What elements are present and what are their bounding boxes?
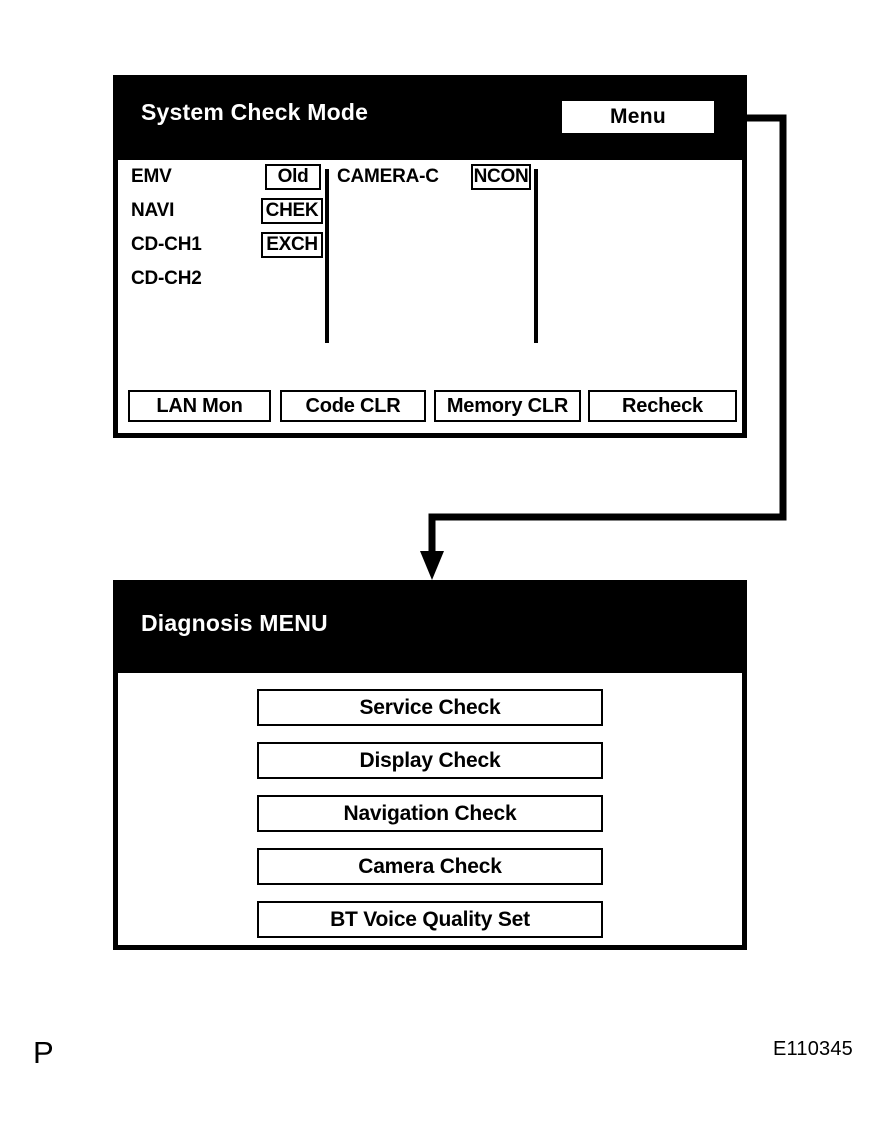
menu-item-camera-check[interactable]: Camera Check bbox=[257, 848, 603, 885]
diagnosis-menu-body: Service Check Display Check Navigation C… bbox=[118, 673, 742, 945]
menu-item-navigation-check[interactable]: Navigation Check bbox=[257, 795, 603, 832]
recheck-button[interactable]: Recheck bbox=[588, 390, 737, 422]
lan-mon-button[interactable]: LAN Mon bbox=[128, 390, 271, 422]
system-check-header: System Check Mode Menu bbox=[118, 80, 742, 160]
status-badge-camera-c: NCON bbox=[471, 164, 531, 190]
system-check-body: EMV Old NAVI CHEK CD-CH1 EXCH CD-CH2 CAM… bbox=[118, 160, 742, 433]
memory-clr-button[interactable]: Memory CLR bbox=[434, 390, 581, 422]
check-item-label-camera-c: CAMERA-C bbox=[337, 166, 439, 187]
check-item-label-cd-ch1: CD-CH1 bbox=[131, 234, 202, 255]
check-item-label-navi: NAVI bbox=[131, 200, 175, 221]
action-bar: LAN Mon Code CLR Memory CLR Recheck bbox=[118, 390, 742, 422]
page-title: System Check Mode bbox=[141, 99, 369, 125]
menu-item-display-check[interactable]: Display Check bbox=[257, 742, 603, 779]
figure-footnote-label: P bbox=[33, 1035, 54, 1070]
menu-item-service-check[interactable]: Service Check bbox=[257, 689, 603, 726]
check-item-label-emv: EMV bbox=[131, 166, 172, 187]
diagnosis-menu-title: Diagnosis MENU bbox=[141, 610, 328, 636]
figure-reference-code: E110345 bbox=[773, 1038, 853, 1060]
diagnosis-menu-list: Service Check Display Check Navigation C… bbox=[257, 689, 603, 954]
check-item-label-cd-ch2: CD-CH2 bbox=[131, 268, 202, 289]
column-divider-1 bbox=[325, 169, 329, 343]
status-badge-navi: CHEK bbox=[261, 198, 323, 224]
system-check-screen: System Check Mode Menu EMV Old NAVI CHEK… bbox=[113, 75, 747, 438]
diagnosis-menu-screen: Diagnosis MENU Service Check Display Che… bbox=[113, 580, 747, 950]
status-badge-cd-ch1: EXCH bbox=[261, 232, 323, 258]
menu-item-bt-voice-quality-set[interactable]: BT Voice Quality Set bbox=[257, 901, 603, 938]
status-badge-emv: Old bbox=[265, 164, 321, 190]
column-divider-2 bbox=[534, 169, 538, 343]
menu-button[interactable]: Menu bbox=[562, 101, 714, 133]
diagnosis-menu-header: Diagnosis MENU bbox=[118, 585, 742, 673]
code-clr-button[interactable]: Code CLR bbox=[280, 390, 426, 422]
